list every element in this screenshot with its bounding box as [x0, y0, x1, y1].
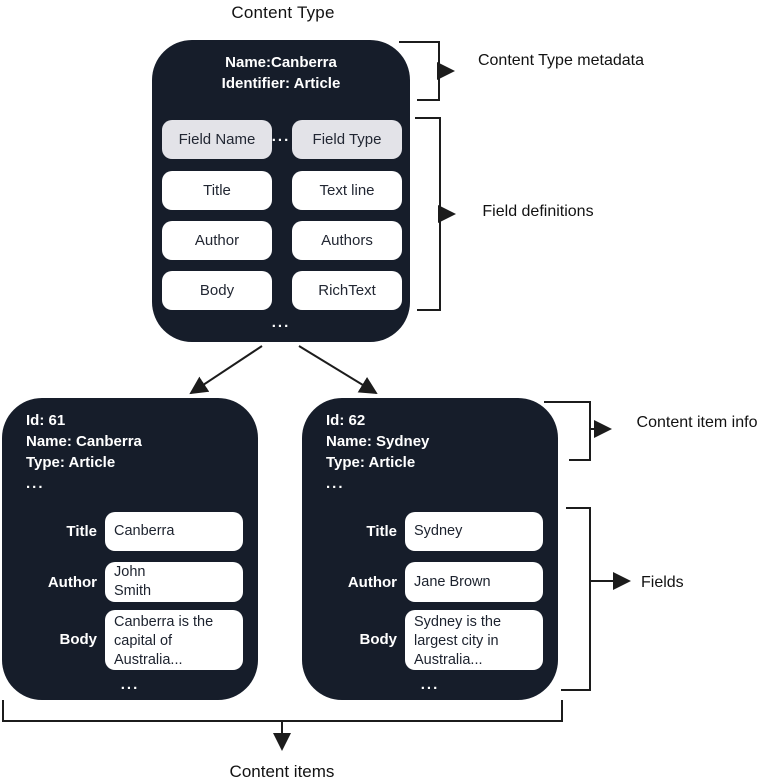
field-name-author: Author: [162, 221, 272, 260]
item-field-value-title: Sydney: [405, 512, 543, 551]
item-id: Id: 62: [326, 412, 366, 429]
field-type-authors: Authors: [292, 221, 402, 260]
content-item-card-canberra: Id: 61 Name: Canberra Type: Article ... …: [2, 398, 258, 700]
item-id: Id: 61: [26, 412, 66, 429]
item-fields-ellipsis: ...: [120, 676, 140, 693]
field-name-title: Title: [162, 171, 272, 210]
item-field-value-body: Canberra is the capital of Australia...: [105, 610, 243, 670]
content-type-identifier: Identifier: Article: [221, 75, 341, 92]
annotation-fields: Fields: [641, 574, 684, 591]
annotation-content-type-metadata: Content Type metadata: [477, 52, 645, 69]
item-field-value-body: Sydney is the largest city in Australia.…: [405, 610, 543, 670]
diagram-title: Content Type: [231, 3, 335, 22]
content-type-metadata-block: Name:Canberra Identifier: Article: [152, 52, 410, 94]
item-field-label-body: Body: [359, 631, 398, 648]
annotation-content-item-info: Content item info: [636, 414, 758, 431]
item-field-label-author: Author: [47, 574, 97, 591]
item-field-label-title: Title: [366, 523, 397, 540]
item-field-value-author: John Smith: [105, 562, 243, 602]
item-field-value-title: Canberra: [105, 512, 243, 551]
item-type: Type: Article: [26, 454, 116, 471]
arrow-to-item-canberra: [189, 345, 263, 395]
bracket-content-items: [2, 700, 563, 722]
item-fields-ellipsis: ...: [420, 676, 440, 693]
item-field-label-body: Body: [59, 631, 98, 648]
field-header-name: Field Name: [162, 120, 272, 159]
item-info-ellipsis: ...: [326, 475, 345, 492]
field-name-body: Body: [162, 271, 272, 310]
content-item-info-block: Id: 61 Name: Canberra Type: Article ...: [26, 410, 142, 494]
field-type-textline: Text line: [292, 171, 402, 210]
bracket-field-definitions: [415, 117, 441, 311]
content-type-name: Name:Canberra: [225, 54, 337, 71]
content-item-info-block: Id: 62 Name: Sydney Type: Article ...: [326, 410, 429, 494]
annotation-field-definitions: Field definitions: [482, 203, 594, 220]
item-name: Name: Sydney: [326, 433, 430, 450]
item-type: Type: Article: [326, 454, 416, 471]
metadata-ellipsis: ...: [271, 128, 291, 145]
item-info-ellipsis: ...: [26, 475, 45, 492]
field-type-richtext: RichText: [292, 271, 402, 310]
annotation-content-items: Content items: [229, 762, 335, 781]
bracket-fields: [561, 507, 591, 691]
content-item-card-sydney: Id: 62 Name: Sydney Type: Article ... Ti…: [302, 398, 558, 700]
field-header-type: Field Type: [292, 120, 402, 159]
field-definitions-ellipsis: ...: [271, 314, 291, 331]
arrow-to-item-sydney: [298, 345, 378, 395]
item-field-value-author: Jane Brown: [405, 562, 543, 602]
item-name: Name: Canberra: [26, 433, 142, 450]
item-field-label-title: Title: [66, 523, 97, 540]
content-type-card: Name:Canberra Identifier: Article ... Fi…: [152, 40, 410, 342]
item-field-label-author: Author: [347, 574, 397, 591]
